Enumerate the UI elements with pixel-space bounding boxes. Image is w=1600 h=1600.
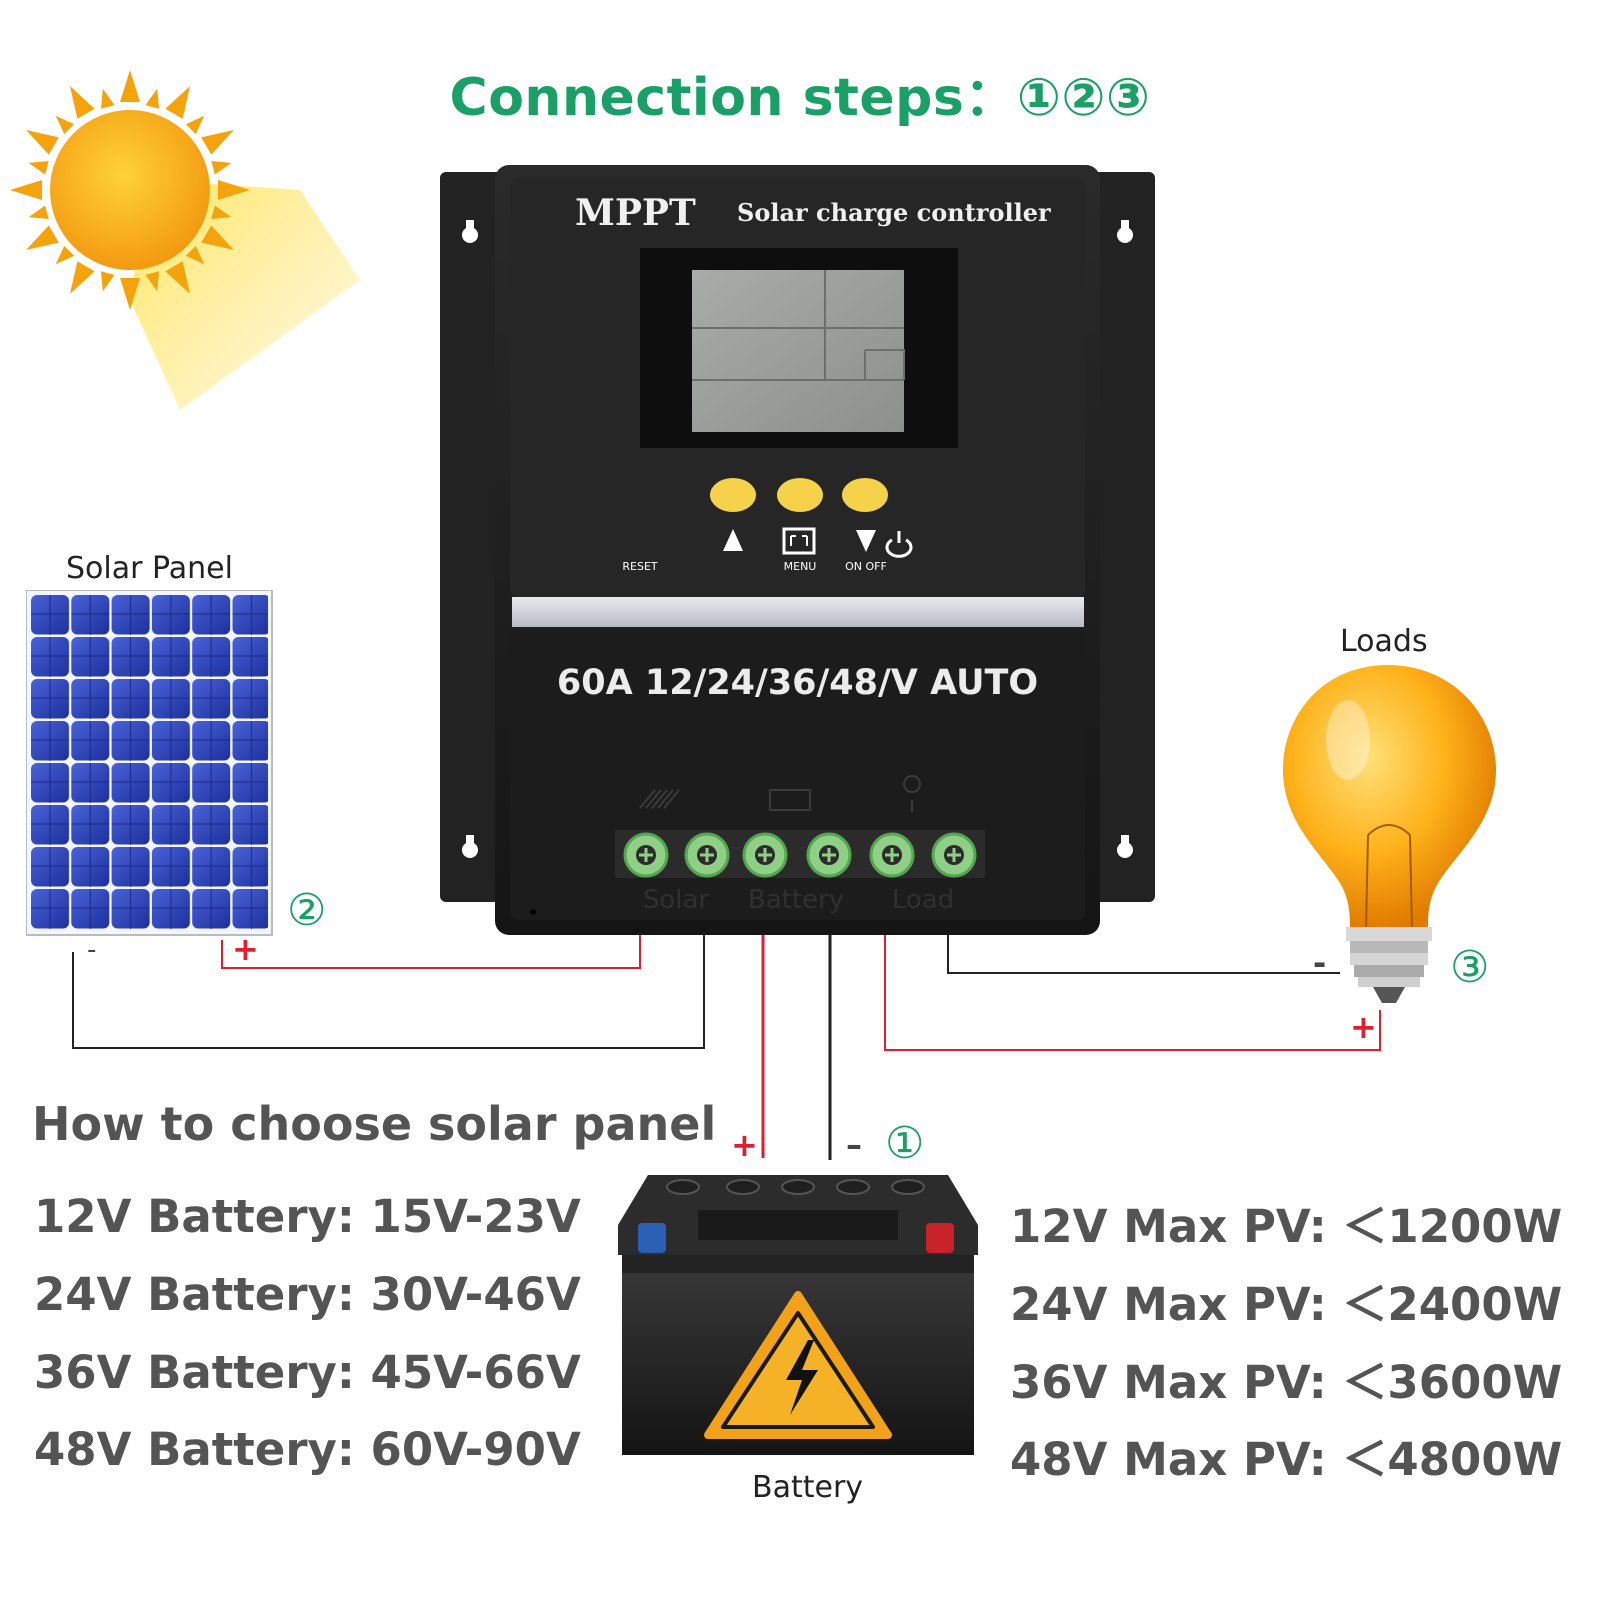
onoff-button-cap[interactable] <box>842 478 888 512</box>
up-arrow-icon <box>723 529 743 551</box>
battery-range-24v: 24V Battery: 30V-46V <box>34 1268 581 1321</box>
charge-controller: Solar Battery Load <box>440 165 1155 935</box>
battery-negative-sign: – <box>846 1126 862 1164</box>
max-pv-24v: 24V Max PV: ＜2400W <box>1010 1278 1563 1331</box>
battery-range-12v: 12V Battery: 15V-23V <box>34 1190 581 1243</box>
solar-positive-sign: + <box>232 930 259 968</box>
battery-range-48v: 48V Battery: 60V-90V <box>34 1423 581 1476</box>
loads-label: Loads <box>1340 624 1428 659</box>
battery-label: Battery <box>752 1470 864 1505</box>
max-pv-36v: 36V Max PV: ＜3600W <box>1010 1356 1563 1409</box>
onoff-button-label: ON OFF <box>845 560 887 573</box>
load-terminal-label: Load <box>892 885 954 915</box>
battery-positive-terminal <box>926 1223 954 1253</box>
solar-terminal-label: Solar <box>643 885 710 915</box>
power-icon <box>885 538 913 558</box>
connection-steps-title: Connection steps：①②③ <box>449 68 1151 128</box>
load-positive-sign: + <box>1350 1008 1377 1046</box>
lightning-bolt-icon <box>786 1340 818 1415</box>
solar-panel-icon <box>26 590 273 936</box>
guide-heading: How to choose solar panel <box>32 1097 717 1151</box>
battery-negative-terminal <box>638 1223 666 1253</box>
battery-terminal-label: Battery <box>748 885 844 915</box>
terminal-block <box>615 830 985 878</box>
controller-rating: 60A 12/24/36/48/V AUTO <box>556 663 1039 703</box>
menu-icon <box>782 527 816 555</box>
battery-icon <box>618 1175 978 1455</box>
step-2-marker: ② <box>287 885 327 936</box>
controller-brand: MPPT <box>575 192 696 234</box>
battery-positive-sign: + <box>731 1126 758 1164</box>
reset-button-label: RESET <box>622 560 658 573</box>
battery-range-36v: 36V Battery: 45V-66V <box>34 1346 581 1399</box>
menu-button-cap[interactable] <box>777 478 823 512</box>
step-3-marker: ③ <box>1450 942 1490 993</box>
reset-button-cap[interactable] <box>710 478 756 512</box>
solar-negative-sign: - <box>87 935 97 965</box>
menu-button-label: MENU <box>783 560 817 573</box>
light-bulb-icon <box>1283 665 1496 1003</box>
max-pv-12v: 12V Max PV: ＜1200W <box>1010 1200 1563 1253</box>
controller-subtitle: Solar charge controller <box>737 198 1051 227</box>
step-1-marker: ① <box>885 1118 925 1169</box>
solar-panel-label: Solar Panel <box>66 551 233 586</box>
down-arrow-icon <box>856 530 876 552</box>
sun-icon <box>10 70 360 410</box>
max-pv-48v: 48V Max PV: ＜4800W <box>1010 1433 1563 1486</box>
load-negative-sign: - <box>1313 944 1327 982</box>
